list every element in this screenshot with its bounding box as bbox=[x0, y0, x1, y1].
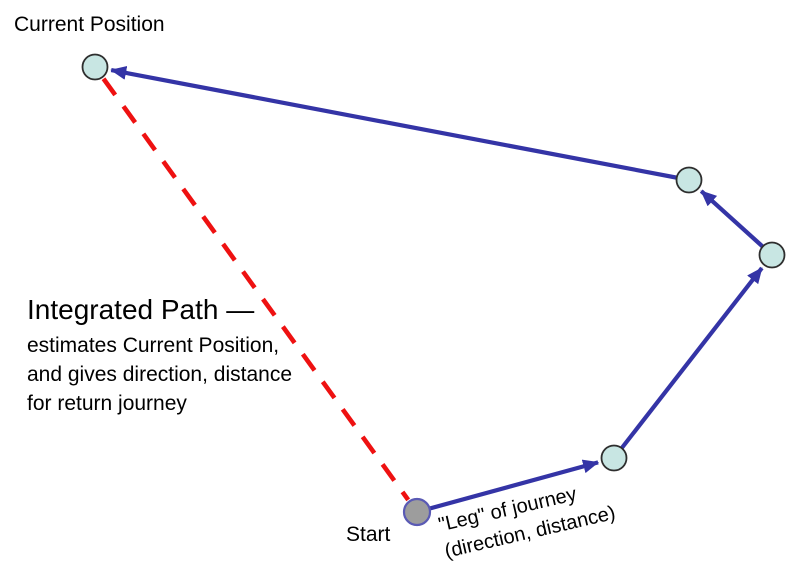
node-current-position bbox=[81, 53, 109, 81]
leg-arrow-4 bbox=[110, 66, 690, 183]
integrated-path-desc-line3: for return journey bbox=[27, 392, 187, 415]
start-label: Start bbox=[346, 523, 391, 546]
integrated-path-description: estimates Current Position, and gives di… bbox=[27, 331, 292, 418]
node-waypoint-2 bbox=[758, 241, 786, 269]
node-waypoint-3 bbox=[675, 166, 703, 194]
integrated-path-desc-line1: estimates Current Position, bbox=[27, 334, 280, 357]
leg-arrow-3 bbox=[699, 189, 774, 257]
integrated-path-title: Integrated Path — bbox=[27, 294, 255, 325]
leg-arrow-2 bbox=[612, 266, 764, 460]
leg-arrow-1 bbox=[416, 459, 600, 515]
current-position-label: Current Position bbox=[14, 13, 165, 36]
integrated-path-desc-line2: and gives direction, distance bbox=[27, 363, 292, 386]
node-waypoint-1 bbox=[600, 444, 628, 472]
integrated-path-annotation: Integrated Path — estimates Current Posi… bbox=[27, 293, 292, 418]
node-start bbox=[402, 497, 432, 527]
integrated-path-dashed-line bbox=[101, 77, 411, 502]
